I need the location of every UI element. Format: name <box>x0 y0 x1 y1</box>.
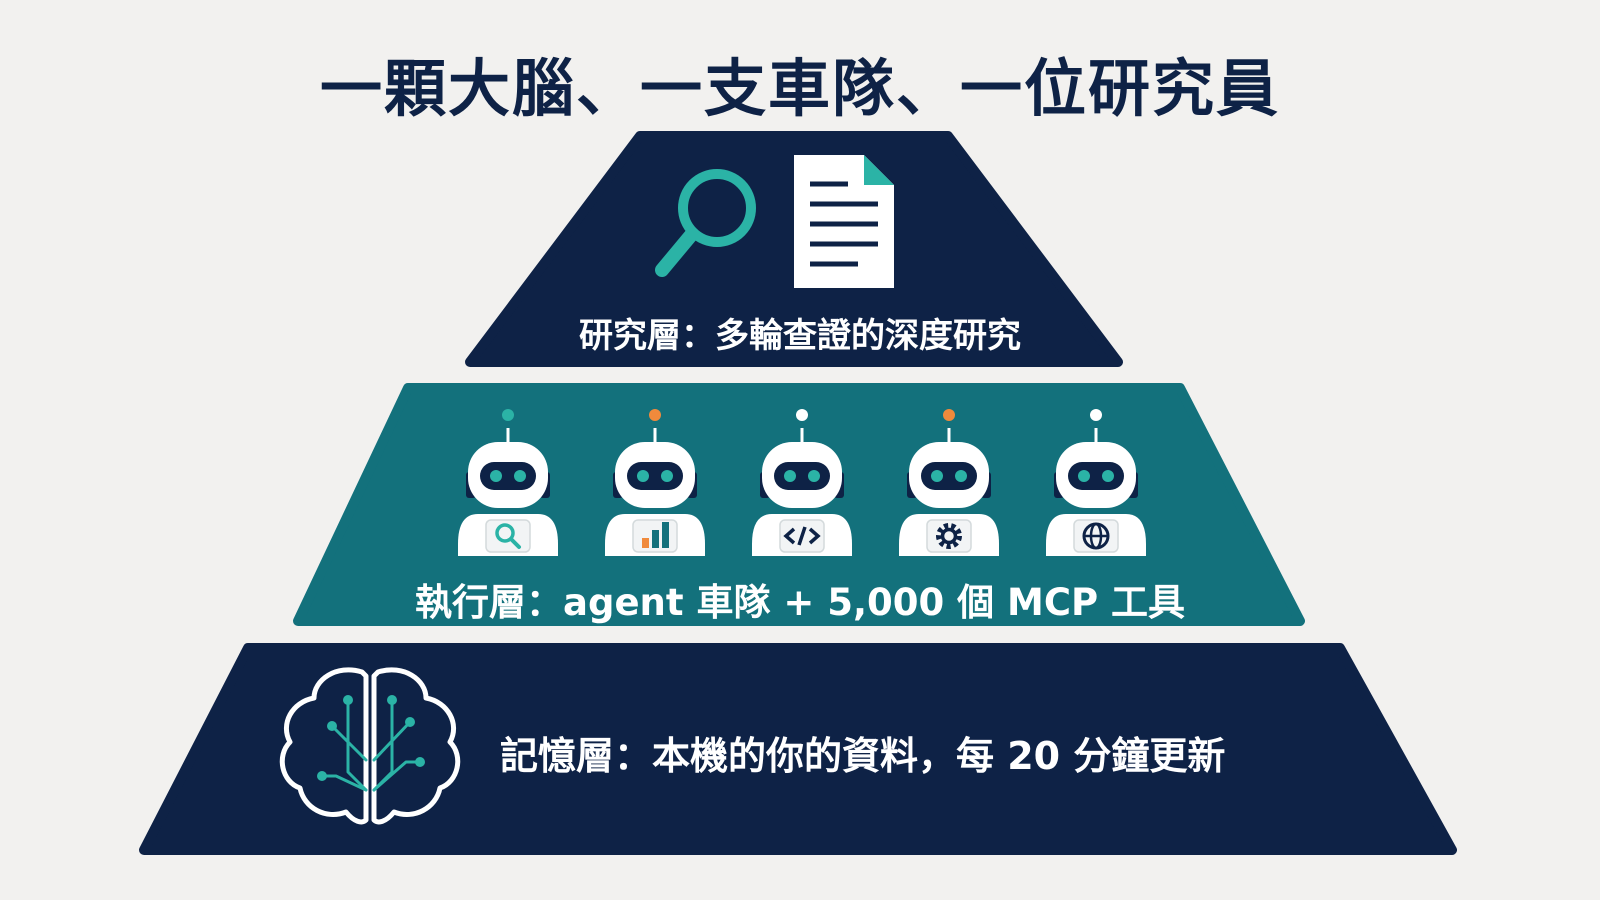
document-icon <box>794 155 894 288</box>
circuit-brain-icon <box>279 667 461 825</box>
code-robot-icon <box>750 409 854 558</box>
page-title: 一顆大腦、一支車隊、一位研究員 <box>319 52 1280 125</box>
gear-robot-icon <box>897 409 1001 558</box>
search-robot-icon <box>456 409 560 558</box>
memory-layer-label: 記憶層：本機的你的資料，每 20 分鐘更新 <box>500 734 1226 778</box>
globe-robot-icon <box>1044 409 1148 558</box>
research-layer-label: 研究層：多輪查證的深度研究 <box>579 316 1021 356</box>
execution-layer-label: 執行層：agent 車隊 + 5,000 個 MCP 工具 <box>415 581 1185 624</box>
magnifier-icon <box>655 169 756 277</box>
memory-layer <box>139 643 1457 855</box>
chart-robot-icon <box>603 409 707 558</box>
